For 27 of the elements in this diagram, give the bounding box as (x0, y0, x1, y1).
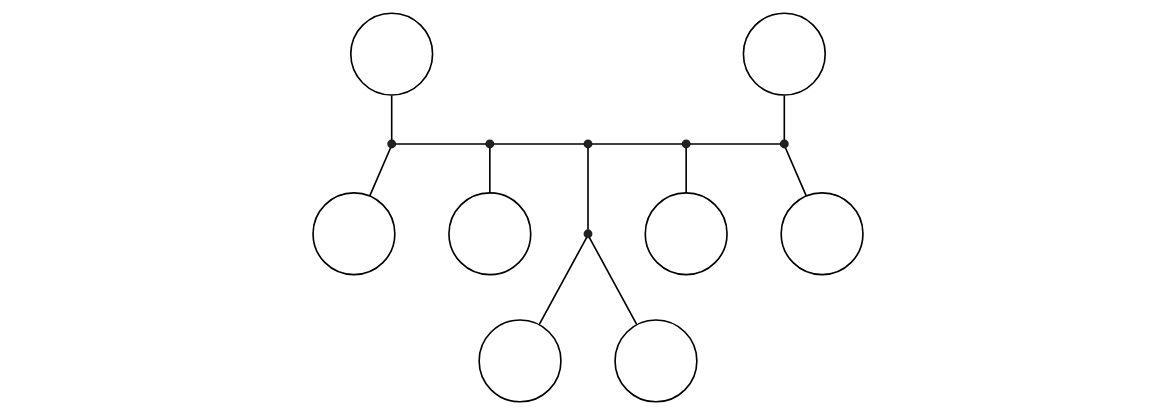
connector (390, 94, 392, 142)
node-circle (742, 12, 826, 96)
connector (688, 143, 781, 145)
node-circle (349, 12, 433, 96)
connector (368, 146, 391, 197)
node-dot (484, 139, 494, 149)
connector (488, 146, 491, 194)
node-circle (311, 192, 396, 276)
connector (784, 146, 807, 197)
connector (586, 146, 589, 231)
node-circle (477, 319, 562, 403)
connector (394, 143, 487, 145)
node-circle (613, 319, 698, 403)
connector (492, 143, 585, 145)
connector (588, 236, 638, 326)
node-circle (643, 192, 728, 276)
node-dot (779, 139, 789, 149)
node-circle (447, 192, 532, 276)
node-dot (681, 139, 691, 149)
node-dot (386, 139, 396, 149)
connector (684, 146, 687, 194)
node-dot (583, 139, 592, 149)
connector (783, 94, 785, 142)
connector (590, 143, 683, 145)
node-circle (779, 192, 864, 276)
node-dot (583, 229, 592, 239)
connector (537, 236, 587, 326)
